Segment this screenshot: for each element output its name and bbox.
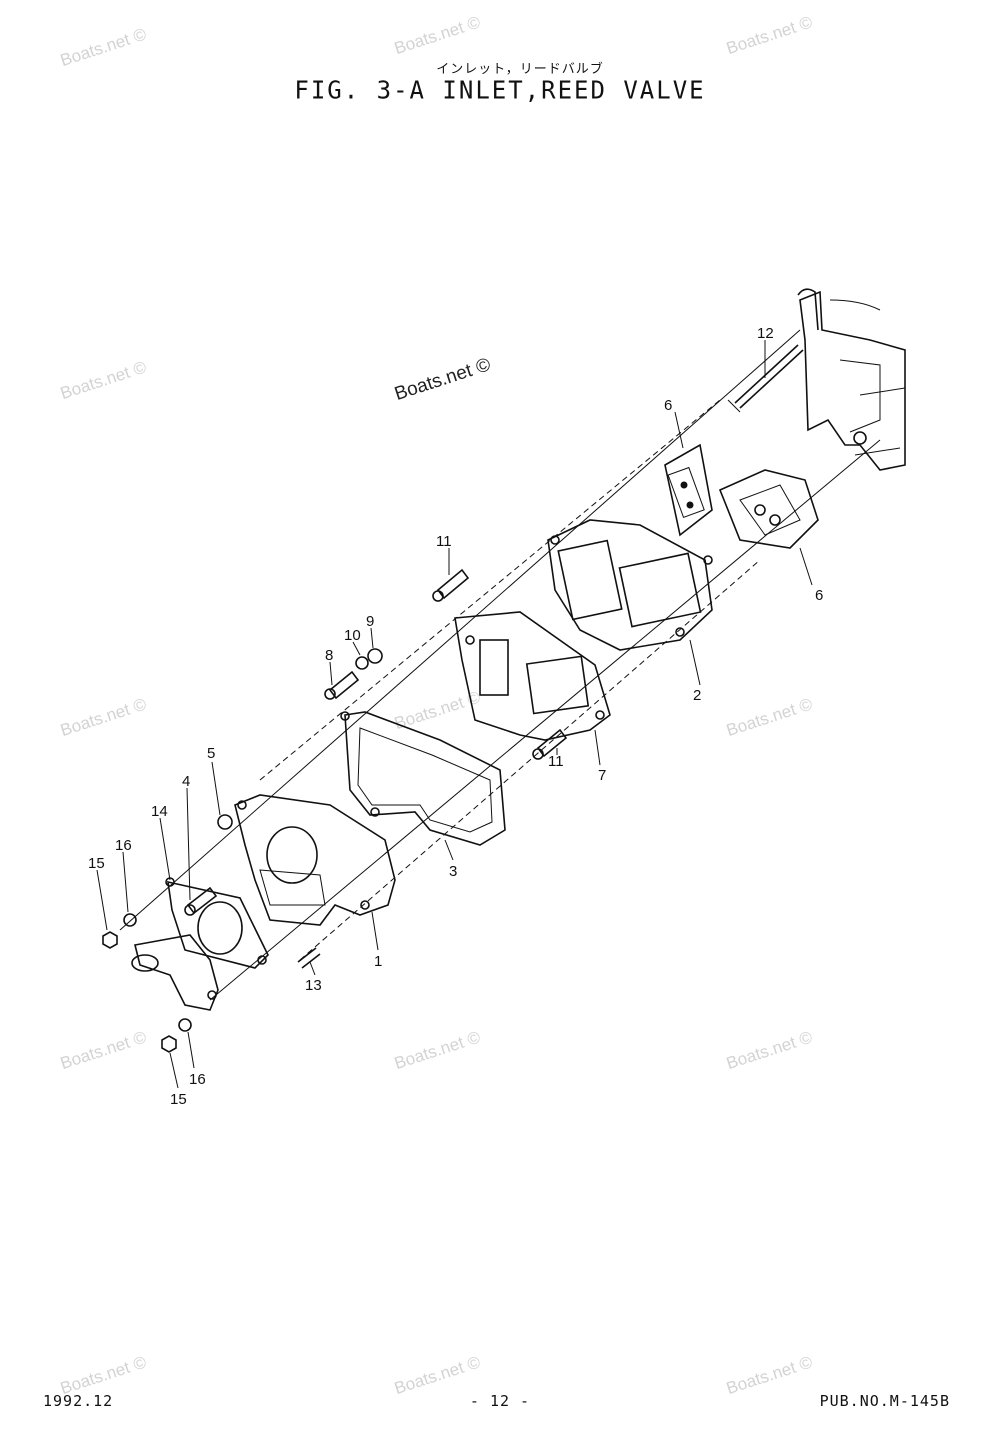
part-15-nut-lower (161, 1035, 177, 1053)
japanese-title: インレット，リードバルブ (436, 62, 604, 77)
callout-15-lower: 15 (170, 1091, 187, 1108)
callout-3: 3 (449, 863, 457, 880)
assembly-guide-line (259, 399, 721, 781)
callout-16-lower: 16 (189, 1071, 206, 1088)
callout-4: 4 (182, 773, 190, 790)
callout-10: 10 (344, 627, 361, 644)
part-4-bolt (184, 886, 218, 916)
part-5-nut (217, 814, 233, 830)
callout-16-upper: 16 (115, 837, 132, 854)
callout-15-upper: 15 (88, 855, 105, 872)
part-11-bolt-lower (532, 728, 568, 760)
leader-lines (96, 340, 813, 1089)
callout-8: 8 (325, 647, 333, 664)
page-number: - 12 - (469, 1392, 531, 1410)
part-11-bolt-upper (432, 568, 470, 602)
part-8-bolt (324, 670, 360, 700)
inlet-bracket (131, 934, 219, 1011)
part-13-stud (297, 947, 321, 969)
publication-date: 1992.12 (43, 1392, 114, 1410)
part-15-nut-upper (102, 931, 118, 949)
engine-block-fragment (797, 288, 906, 471)
callout-14: 14 (151, 803, 168, 820)
callout-9: 9 (366, 613, 374, 630)
callout-6-upper: 6 (664, 397, 672, 414)
part-7-plate (454, 611, 611, 741)
part-2-reed-plate (547, 519, 713, 651)
assembly-guide-line (299, 559, 761, 961)
part-12-stud (727, 344, 804, 413)
callout-6-lower: 6 (815, 587, 823, 604)
part-1-inlet-body (234, 794, 396, 926)
part-6-reed-valve-upper (664, 443, 713, 537)
part-16-washer-upper (123, 913, 137, 927)
part-9-nut (367, 648, 383, 664)
assembly-guide-line (209, 439, 881, 1001)
callout-2: 2 (693, 687, 701, 704)
callout-5: 5 (207, 745, 215, 762)
part-16-washer-lower (178, 1018, 192, 1032)
part-6-reed-valve-lower (718, 469, 819, 549)
part-3-gasket (340, 711, 506, 846)
callout-11-upper: 11 (436, 533, 452, 550)
callout-11-lower: 11 (548, 753, 564, 770)
figure-title: FIG. 3-A INLET,REED VALVE (294, 75, 706, 105)
callout-13: 13 (305, 977, 322, 994)
part-10-washer (355, 656, 369, 670)
publication-number: PUB.NO.M-145B (819, 1392, 950, 1410)
assembly-guide-line (119, 329, 801, 931)
part-14-gasket (165, 877, 269, 969)
callout-12: 12 (757, 325, 774, 342)
callout-1: 1 (374, 953, 382, 970)
callout-7: 7 (598, 767, 606, 784)
